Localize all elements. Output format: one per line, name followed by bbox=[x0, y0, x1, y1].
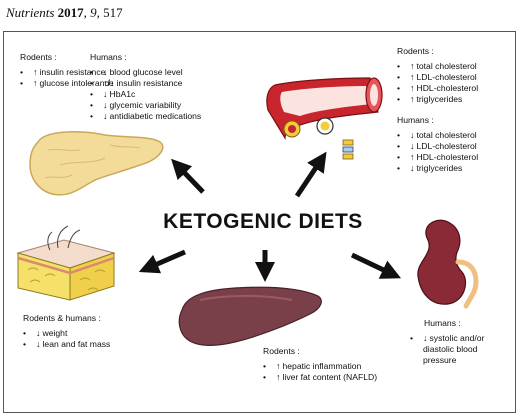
arrow-to-fat bbox=[138, 249, 186, 274]
pancreas-rodents-list: ↑insulin resistance↑glucose intolerance bbox=[20, 67, 114, 89]
list-item: ↑triglycerides bbox=[397, 94, 478, 105]
down-arrow-icon: ↓ bbox=[36, 339, 41, 349]
down-arrow-icon: ↓ bbox=[103, 111, 108, 121]
fat-tissue-icon bbox=[16, 225, 116, 301]
list-item-text: lean and fat mass bbox=[42, 339, 111, 349]
list-item-text: insulin resistance bbox=[39, 67, 106, 77]
list-item: ↓weight bbox=[23, 328, 110, 339]
list-item-text: glucose intolerance bbox=[39, 78, 114, 88]
up-arrow-icon: ↑ bbox=[33, 67, 38, 77]
list-item: ↓HbA1c bbox=[90, 89, 201, 100]
list-item-text: LDL-cholesterol bbox=[416, 72, 477, 82]
list-item-text: glycemic variability bbox=[109, 100, 182, 110]
list-item-text: insulin resistance bbox=[116, 78, 183, 88]
arrow-to-kidney bbox=[350, 252, 402, 279]
list-item: ↑/↓insulin resistance bbox=[90, 78, 201, 89]
list-item: ↓lean and fat mass bbox=[23, 339, 110, 350]
list-item: ↑glucose intolerance bbox=[20, 78, 114, 89]
down-arrow-icon: ↓ bbox=[103, 89, 108, 99]
up-arrow-icon: ↑ bbox=[33, 78, 38, 88]
list-item-text: HDL-cholesterol bbox=[416, 83, 479, 93]
citation-volume: 9 bbox=[90, 5, 97, 20]
pancreas-humans-list: ↓blood glucose level↑/↓insulin resistanc… bbox=[90, 67, 201, 122]
liver-rodents-list: ↑hepatic inflammation↑liver fat content … bbox=[263, 361, 377, 383]
pancreas-rodents-block: Rodents : ↑insulin resistance↑glucose in… bbox=[20, 52, 114, 89]
pancreas-icon bbox=[29, 131, 164, 196]
up-down-arrow-icon: ↑/↓ bbox=[103, 78, 115, 88]
pancreas-humans-block: Humans : ↓blood glucose level↑/↓insulin … bbox=[90, 52, 201, 122]
down-arrow-icon: ↓ bbox=[410, 141, 415, 151]
list-item: ↓antidiabetic medications bbox=[90, 111, 201, 122]
list-item-text: hepatic inflammation bbox=[282, 361, 362, 371]
list-item-text: blood glucose level bbox=[109, 67, 183, 77]
vessel-humans-block: Humans : ↓total cholesterol↓LDL-choleste… bbox=[397, 115, 478, 174]
down-arrow-icon: ↓ bbox=[410, 163, 415, 173]
list-item-text: total cholesterol bbox=[416, 61, 477, 71]
list-item: ↑HDL-cholesterol bbox=[397, 152, 478, 163]
down-arrow-icon: ↓ bbox=[423, 333, 428, 343]
citation-year: 2017 bbox=[57, 5, 84, 20]
list-item: ↑hepatic inflammation bbox=[263, 361, 377, 372]
kidney-humans-heading: Humans : bbox=[424, 318, 461, 328]
list-item: ↑insulin resistance bbox=[20, 67, 114, 78]
list-item-text: systolic and/or diastolic blood pressure bbox=[423, 333, 485, 365]
liver-rodents-heading: Rodents : bbox=[263, 346, 300, 356]
up-arrow-icon: ↑ bbox=[410, 72, 415, 82]
citation-page: 517 bbox=[103, 5, 123, 20]
down-arrow-icon: ↓ bbox=[410, 130, 415, 140]
list-item-text: total cholesterol bbox=[416, 130, 477, 140]
list-item: ↓triglycerides bbox=[397, 163, 478, 174]
kidney-icon bbox=[417, 219, 479, 309]
vessel-rodents-block: Rodents : ↑total cholesterol↑LDL-cholest… bbox=[397, 46, 478, 105]
list-item-text: antidiabetic medications bbox=[109, 111, 202, 121]
up-arrow-icon: ↑ bbox=[276, 372, 281, 382]
figure-title: KETOGENIC DIETS bbox=[163, 210, 363, 233]
arrow-to-pancreas bbox=[171, 158, 205, 194]
list-item-text: HDL-cholesterol bbox=[416, 152, 479, 162]
vessel-humans-heading: Humans : bbox=[397, 115, 434, 125]
vessel-rodents-list: ↑total cholesterol↑LDL-cholesterol↑HDL-c… bbox=[397, 61, 478, 105]
kidney-humans-block: Humans : ↓systolic and/or diastolic bloo… bbox=[410, 318, 493, 366]
list-item: ↑LDL-cholesterol bbox=[397, 72, 478, 83]
list-item-text: triglycerides bbox=[416, 94, 463, 104]
list-item-text: LDL-cholesterol bbox=[416, 141, 477, 151]
list-item-text: liver fat content (NAFLD) bbox=[282, 372, 378, 382]
down-arrow-icon: ↓ bbox=[36, 328, 41, 338]
up-arrow-icon: ↑ bbox=[276, 361, 281, 371]
citation-journal: Nutrients bbox=[6, 5, 55, 20]
blood-vessel-icon bbox=[266, 77, 383, 160]
list-item: ↓LDL-cholesterol bbox=[397, 141, 478, 152]
list-item: ↓total cholesterol bbox=[397, 130, 478, 141]
list-item: ↓blood glucose level bbox=[90, 67, 201, 78]
pancreas-humans-heading: Humans : bbox=[90, 52, 127, 62]
up-arrow-icon: ↑ bbox=[410, 83, 415, 93]
up-arrow-icon: ↑ bbox=[410, 61, 415, 71]
list-item: ↓glycemic variability bbox=[90, 100, 201, 111]
up-arrow-icon: ↑ bbox=[410, 94, 415, 104]
citation: Nutrients 2017, 9, 517 bbox=[6, 5, 123, 20]
list-item: ↓systolic and/or diastolic blood pressur… bbox=[410, 333, 493, 366]
vessel-rodents-heading: Rodents : bbox=[397, 46, 434, 56]
list-item-text: HbA1c bbox=[109, 89, 136, 99]
pancreas-rodents-heading: Rodents : bbox=[20, 52, 57, 62]
up-arrow-icon: ↑ bbox=[410, 152, 415, 162]
kidney-humans-list: ↓systolic and/or diastolic blood pressur… bbox=[410, 333, 493, 366]
liver-rodents-block: Rodents : ↑hepatic inflammation↑liver fa… bbox=[263, 346, 377, 383]
arrow-to-vessel bbox=[294, 151, 327, 198]
list-item: ↑total cholesterol bbox=[397, 61, 478, 72]
fat-both-list: ↓weight↓lean and fat mass bbox=[23, 328, 110, 350]
vessel-humans-list: ↓total cholesterol↓LDL-cholesterol↑HDL-c… bbox=[397, 130, 478, 174]
down-arrow-icon: ↓ bbox=[103, 67, 108, 77]
list-item: ↑HDL-cholesterol bbox=[397, 83, 478, 94]
list-item: ↑liver fat content (NAFLD) bbox=[263, 372, 377, 383]
fat-both-block: Rodents & humans : ↓weight↓lean and fat … bbox=[23, 313, 110, 350]
liver-icon bbox=[178, 286, 322, 346]
list-item-text: weight bbox=[42, 328, 68, 338]
list-item-text: triglycerides bbox=[416, 163, 463, 173]
fat-both-heading: Rodents & humans : bbox=[23, 313, 101, 323]
figure-frame bbox=[3, 31, 516, 413]
down-arrow-icon: ↓ bbox=[103, 100, 108, 110]
